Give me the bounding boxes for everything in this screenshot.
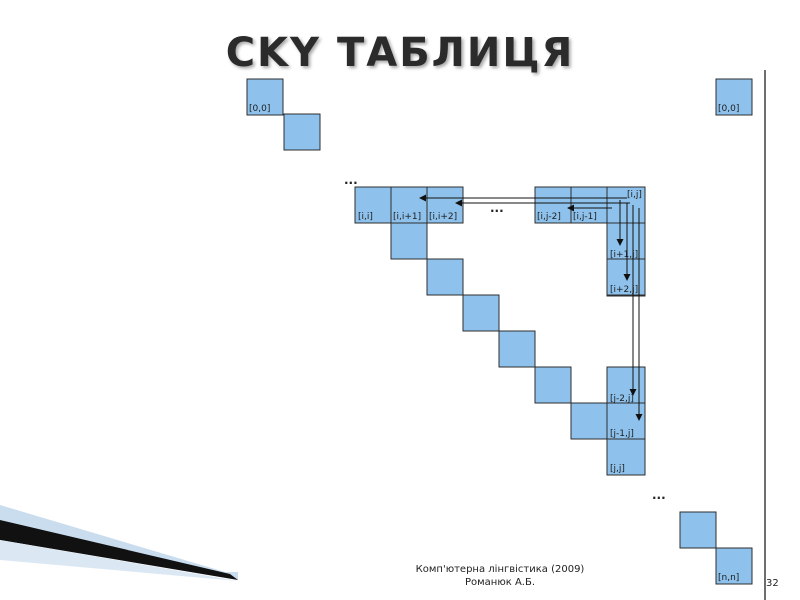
cell-ii xyxy=(354,186,392,224)
cell-ij1 xyxy=(570,186,608,224)
cell-col-j-sep xyxy=(606,294,646,297)
cell-bottom-right-diag xyxy=(679,511,717,549)
footer-course: Комп'ютерна лінгвістика (2009) xyxy=(415,564,585,575)
label-i1j: [i+1,j] xyxy=(610,250,638,260)
diag-cell-4 xyxy=(498,330,536,368)
label-nn: [n,n] xyxy=(718,573,739,583)
ellipsis-upper-left: ... xyxy=(344,173,358,187)
cell-nn xyxy=(715,547,753,585)
diag-cell-1 xyxy=(390,222,428,260)
cell-top-left-diag xyxy=(283,113,321,151)
label-ij2: [i,j-2] xyxy=(537,212,561,222)
ellipsis-lower-right: ... xyxy=(652,488,666,502)
ellipsis-middle: ... xyxy=(490,201,504,215)
label-ii: [i,i] xyxy=(358,212,373,222)
label-jj: [j,j] xyxy=(610,464,625,474)
diag-cell-5 xyxy=(534,366,572,404)
label-ii2: [i,i+2] xyxy=(429,212,457,222)
slide-title: CKY ТАБЛИЦЯ xyxy=(225,30,575,76)
slide-footer: Комп'ютерна лінгвістика (2009) Романюк А… xyxy=(400,563,600,589)
page-number: 32 xyxy=(766,578,779,589)
label-i2j: [i+2,j] xyxy=(610,285,638,295)
decorative-swoosh xyxy=(0,505,238,581)
label-j1j: [j-1,j] xyxy=(610,429,634,439)
label-ii1: [i,i+1] xyxy=(393,212,421,222)
label-tl-00: [0,0] xyxy=(249,104,270,114)
diag-cell-2 xyxy=(426,258,464,296)
label-ij: [i,j] xyxy=(627,190,642,200)
vertical-divider xyxy=(764,70,766,600)
label-j2j: [j-2,j] xyxy=(610,394,634,404)
footer-author: Романюк А.Б. xyxy=(464,577,536,588)
cell-top-left-00 xyxy=(246,78,284,116)
cell-ij2 xyxy=(534,186,572,224)
diag-cell-6 xyxy=(570,402,608,440)
label-tr-00: [0,0] xyxy=(718,104,739,114)
diag-cell-3 xyxy=(462,294,500,332)
cell-top-right-00 xyxy=(715,78,753,116)
label-ij1: [i,j-1] xyxy=(573,212,597,222)
cell-jj xyxy=(606,438,646,476)
